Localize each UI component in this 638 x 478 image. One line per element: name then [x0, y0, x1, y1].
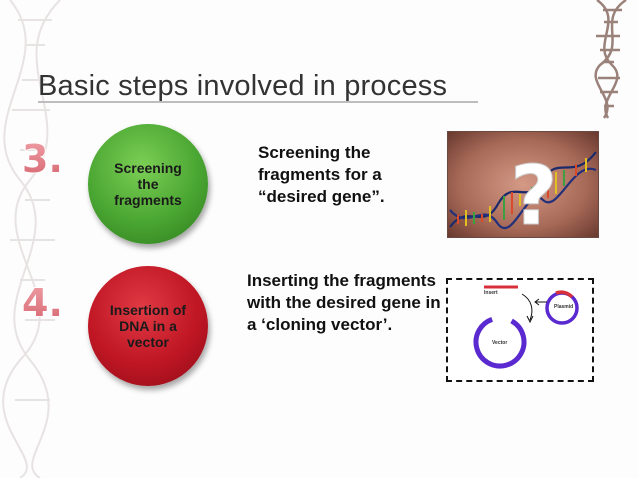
insert-label: Insert — [484, 290, 498, 296]
step-3-circle-label: Screening the fragments — [114, 160, 182, 208]
step-number-4: 4. — [20, 278, 80, 326]
svg-text:?: ? — [510, 149, 558, 237]
step-4-circle: Insertion of DNA in a vector — [88, 266, 208, 386]
slide-title: Basic steps involved in process — [38, 70, 448, 102]
dna-question-icon: ? — [447, 131, 599, 245]
step-3-description: Screening the fragments for a “desired g… — [258, 143, 385, 206]
plasmid-label: Plasmid — [554, 304, 574, 310]
step-number-4-text: 4. — [22, 281, 63, 325]
step-4-circle-label: Insertion of DNA in a vector — [109, 302, 187, 350]
step-4-description: Inserting the fragments with the desired… — [247, 271, 441, 334]
plasmid-vector-icon: Insert Plasmid Vector — [446, 278, 594, 382]
step-number-3: 3. — [20, 134, 80, 182]
step-number-3-text: 3. — [22, 137, 63, 181]
title-divider — [38, 101, 478, 103]
vector-label: Vector — [492, 340, 508, 346]
step-3-circle: Screening the fragments — [88, 124, 208, 244]
